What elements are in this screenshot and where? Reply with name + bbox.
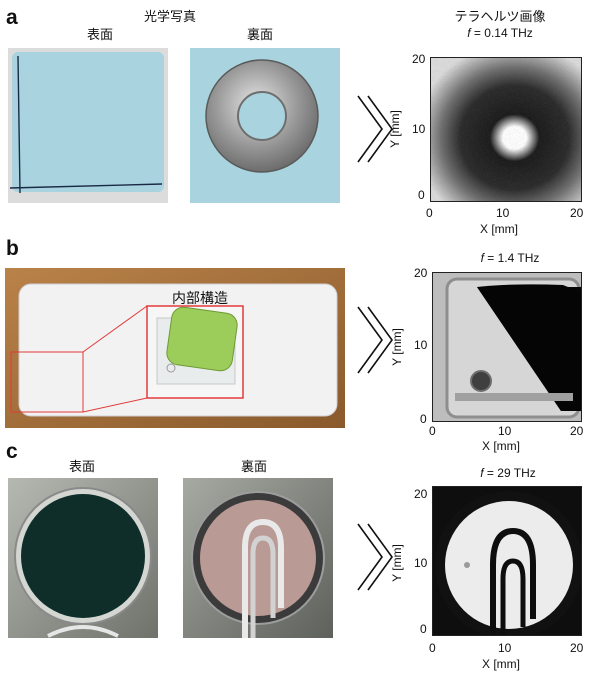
- x-axis-label-b: X [mm]: [482, 439, 520, 453]
- arrow-chevron-a-icon: [357, 95, 393, 163]
- disc-front-illustration: [8, 478, 158, 638]
- frequency-label-c: f = 29 THz: [480, 466, 536, 480]
- x-tick-c-0: 0: [429, 641, 436, 655]
- photo-label-front-a: 表面: [86, 28, 113, 43]
- photo-disc-front: [8, 478, 158, 638]
- panel-letter-c: c: [6, 440, 18, 463]
- arrow-chevron-c-icon: [357, 523, 393, 591]
- washer-illustration: [205, 59, 319, 173]
- card-front-illustration: [9, 52, 164, 194]
- y-tick-a-20: 20: [412, 52, 426, 66]
- x-tick-b-20: 20: [570, 424, 584, 438]
- thz-image-b: [432, 272, 582, 422]
- arrow-chevron-b-icon: [357, 306, 393, 374]
- x-tick-b-10: 10: [498, 424, 512, 438]
- thz-clip-image: [433, 487, 581, 635]
- thz-image-a: [430, 57, 582, 202]
- thz-image-heading: テラヘルツ画像: [454, 10, 546, 25]
- x-tick-c-20: 20: [570, 641, 584, 655]
- frequency-label-b: f = 1.4 THz: [480, 251, 540, 265]
- x-axis-label-a: X [mm]: [480, 222, 518, 236]
- y-tick-a-0: 0: [418, 188, 425, 202]
- photo-label-front-c: 表面: [68, 460, 95, 475]
- photo-card-back-washer: [190, 48, 340, 203]
- y-tick-c-20: 20: [414, 487, 428, 501]
- y-axis-label-a: Y [mm]: [387, 110, 402, 148]
- x-tick-a-10: 10: [496, 206, 510, 220]
- x-tick-a-20: 20: [570, 206, 584, 220]
- y-axis-label-c: Y [mm]: [389, 544, 404, 582]
- thz-eraser-image: [433, 273, 581, 421]
- y-tick-c-0: 0: [420, 622, 427, 636]
- disc-back-illustration: [183, 478, 333, 638]
- x-tick-b-0: 0: [429, 424, 436, 438]
- photo-eraser-case: [5, 268, 345, 428]
- y-tick-b-10: 10: [414, 338, 428, 352]
- thz-image-c: [432, 486, 582, 636]
- inset-label-internal-structure: 内部構造: [172, 291, 228, 307]
- photo-disc-back-clip: [183, 478, 333, 638]
- y-tick-c-10: 10: [414, 556, 428, 570]
- photo-card-front: [8, 48, 168, 203]
- panel-letter-a: a: [6, 6, 18, 29]
- frequency-label-a: f = 0.14 THz: [467, 26, 533, 40]
- x-tick-c-10: 10: [498, 641, 512, 655]
- panel-letter-b: b: [6, 237, 19, 260]
- y-tick-a-10: 10: [412, 122, 426, 136]
- y-axis-label-b: Y [mm]: [389, 328, 404, 366]
- y-tick-b-20: 20: [414, 266, 428, 280]
- eraser-case-illustration: [5, 268, 345, 428]
- thz-washer-image: [431, 58, 581, 201]
- optical-photo-heading: 光学写真: [143, 10, 196, 25]
- photo-label-back-c: 裏面: [240, 460, 267, 475]
- y-tick-b-0: 0: [420, 412, 427, 426]
- x-tick-a-0: 0: [426, 206, 433, 220]
- photo-label-back-a: 裏面: [246, 28, 273, 43]
- x-axis-label-c: X [mm]: [482, 657, 520, 671]
